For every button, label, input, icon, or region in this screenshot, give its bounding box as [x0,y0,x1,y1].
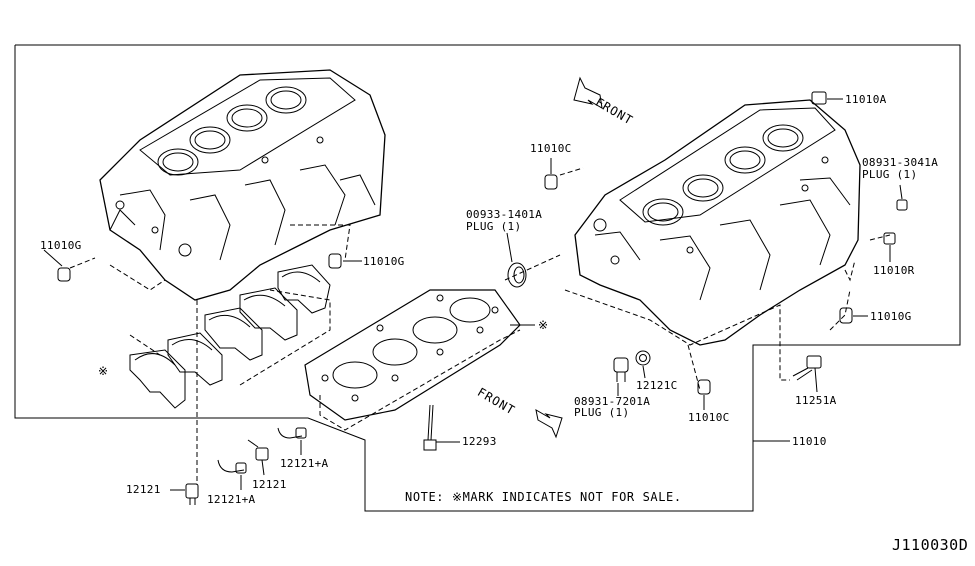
sensor-12121-mid [247,439,269,476]
not-for-sale-mark-left: ※ [98,364,109,378]
sensor-12121 [170,483,199,505]
bolt-11251a [792,355,822,393]
dowel-pin-11010g-right [839,307,868,324]
label-11010: 11010 [792,435,827,448]
bolt-12293 [423,404,460,451]
label-11010r: 11010R [873,264,915,277]
oil-jet-12121a-upper [277,427,307,455]
bedplate-ladder-frame [304,289,521,421]
label-12293: 12293 [462,435,497,448]
label-11251a: 11251A [795,394,837,407]
label-12121a-lower: 12121+A [207,493,256,506]
label-12121-left: 12121 [126,483,161,496]
not-for-sale-mark-right: ※ [538,318,549,332]
dowel-pin-11010g-mid [328,253,362,269]
plug-08931-3041a [896,184,908,211]
main-bearing-caps [129,264,331,409]
left-cylinder-block [99,69,386,301]
label-08931-7201a: 08931-7201A [574,395,651,408]
plug-08931-7201a [613,357,629,396]
plug-11010a [811,91,843,105]
label-plug-3041a: PLUG (1) [862,168,918,181]
oil-jet-12121a-lower [217,459,247,490]
diagram-code: J110030D [892,536,969,554]
dowel-pin-11010c-bottom [697,379,711,410]
label-plug-7201a: PLUG (1) [574,406,630,419]
front-arrow-bottom [535,409,563,439]
not-for-sale-note: NOTE: ※MARK INDICATES NOT FOR SALE. [405,490,682,504]
label-12121-mid: 12121 [252,478,287,491]
plug-00933-1401a [506,232,527,288]
right-cylinder-block [574,99,861,346]
label-11010g-mid: 11010G [363,255,405,268]
label-11010g-left: 11010G [40,239,82,252]
plug-11010r [883,232,896,262]
label-08931-3041a: 08931-3041A [862,156,939,169]
label-00933-1401a: 00933-1401A [466,208,543,221]
label-11010a: 11010A [845,93,887,106]
label-11010c-bottom: 11010C [688,411,730,424]
label-12121c: 12121C [636,379,678,392]
label-12121a-upper: 12121+A [280,457,329,470]
label-plug-1401a: PLUG (1) [466,220,522,233]
front-arrow-top [573,76,603,109]
label-11010g-right: 11010G [870,310,912,323]
washer-12121c [635,350,651,379]
assembly-frame [14,44,961,512]
dowel-pin-11010c-top [544,158,558,190]
dowel-pin-11010g-left [43,249,71,282]
label-11010c-top: 11010C [530,142,572,155]
